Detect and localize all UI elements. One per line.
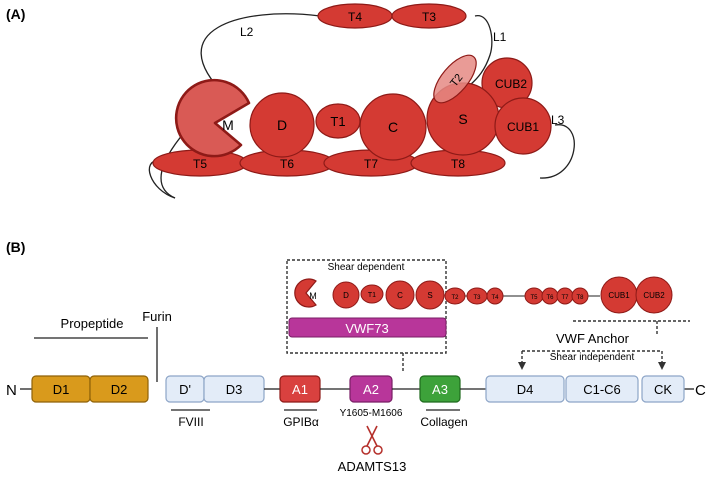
domain-ck xyxy=(641,375,685,403)
mini-domain-s-label: S xyxy=(427,291,432,300)
mini-domain-t2 xyxy=(444,287,466,305)
domain-m-pacman xyxy=(174,78,251,158)
domain-a1-label: A1 xyxy=(292,382,308,397)
mini-domain-c xyxy=(385,280,415,310)
mini-domain-t4 xyxy=(486,287,504,305)
domain-d1-label: D1 xyxy=(53,382,70,397)
mini-domain-d-label: D xyxy=(343,291,349,300)
domain-t1-label: T1 xyxy=(330,114,345,129)
scissors-icon xyxy=(361,425,383,455)
domain-t3-label: T3 xyxy=(422,10,436,24)
domain-cub2-label: CUB2 xyxy=(495,77,527,91)
loop-label-l3: L3 xyxy=(551,113,565,127)
domain-t7-label: T7 xyxy=(364,157,378,171)
domain-t3 xyxy=(391,3,467,29)
mini-domain-t7-label: T7 xyxy=(561,295,569,301)
mini-domain-t8 xyxy=(571,287,589,305)
domain-cub1-label: CUB1 xyxy=(507,120,539,134)
domain-t4-label: T4 xyxy=(348,10,362,24)
loop-label-l2: L2 xyxy=(240,25,254,39)
panel-a-label: (A) xyxy=(6,6,25,22)
domain-d-prime-label: D' xyxy=(179,382,191,397)
domain-t2 xyxy=(433,54,477,104)
mini-domain-s xyxy=(415,280,445,310)
mini-domain-cub2 xyxy=(635,276,673,314)
collagen-label: Collagen xyxy=(420,415,467,429)
loop-label-l1: L1 xyxy=(493,30,507,44)
mini-domain-m xyxy=(294,278,317,308)
domain-d2-label: D2 xyxy=(111,382,128,397)
domain-d4-label: D4 xyxy=(517,382,534,397)
mini-domain-c-label: C xyxy=(397,291,403,300)
shear-dependent-label: Shear dependent xyxy=(328,262,405,273)
domain-c1-c6-label: C1-C6 xyxy=(583,382,621,397)
domain-a2-label: A2 xyxy=(363,382,379,397)
domain-cub1 xyxy=(494,97,552,155)
vwf-anchor-label: VWF Anchor xyxy=(556,331,630,346)
shear-dependent-box xyxy=(286,259,447,354)
domain-d xyxy=(249,92,315,158)
gpib-label: GPIBα xyxy=(283,415,319,429)
mini-domain-t8-label: T8 xyxy=(576,295,584,301)
shear-independent-label: Shear independent xyxy=(550,352,635,363)
mini-domain-cub1-label: CUB1 xyxy=(608,291,630,300)
linker-l1 xyxy=(469,15,493,86)
n-terminus: N xyxy=(6,382,17,399)
domain-t6-label: T6 xyxy=(280,157,294,171)
domain-t5-label: T5 xyxy=(193,157,207,171)
vwf73-bar xyxy=(288,317,447,338)
vwf73-label: VWF73 xyxy=(345,321,388,336)
mini-domain-t1-label: T1 xyxy=(368,292,376,299)
anchor-arrow-left-head xyxy=(518,362,526,370)
furin-label: Furin xyxy=(142,309,172,324)
domain-d3-label: D3 xyxy=(226,382,243,397)
fviii-label: FVIII xyxy=(178,415,203,429)
domain-d2 xyxy=(89,375,149,403)
panel-b-label: (B) xyxy=(6,239,25,255)
mini-domain-m-label: M xyxy=(309,291,317,301)
domain-c xyxy=(359,93,427,161)
domain-m-label: M xyxy=(222,117,234,133)
mini-domain-t4-label: T4 xyxy=(491,295,499,301)
domain-d-label: D xyxy=(277,117,287,133)
domain-t8-label: T8 xyxy=(451,157,465,171)
linker-l2-top xyxy=(200,13,321,96)
mini-domain-cub2-label: CUB2 xyxy=(643,291,665,300)
domain-d4 xyxy=(485,375,565,403)
mini-domain-d xyxy=(332,281,360,309)
mini-domain-t3-label: T3 xyxy=(473,295,481,301)
domain-ck-label: CK xyxy=(654,382,672,397)
adamts13-label: ADAMTS13 xyxy=(338,459,407,474)
anchor-arrow-right-head xyxy=(658,362,666,370)
cleavage-site-label: Y1605-M1606 xyxy=(340,408,403,419)
mini-domain-t2-label: T2 xyxy=(451,295,459,301)
mini-domain-t5-label: T5 xyxy=(530,295,538,301)
domain-c1-c6 xyxy=(565,375,639,403)
c-terminus: C xyxy=(695,382,706,399)
linker-l3 xyxy=(539,124,575,179)
propeptide-label: Propeptide xyxy=(61,316,124,331)
domain-s-label: S xyxy=(458,111,467,127)
mini-domain-t1 xyxy=(360,284,384,304)
domain-a3-label: A3 xyxy=(432,382,448,397)
domain-c-label: C xyxy=(388,119,398,135)
mini-domain-t6-label: T6 xyxy=(546,295,554,301)
